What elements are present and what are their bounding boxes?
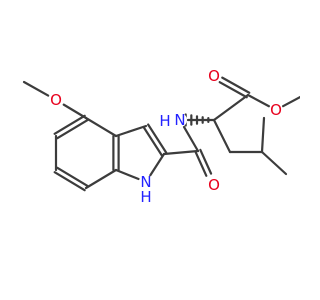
atom-label-h-amide: H [159,112,170,130]
bond-cg-cd1 [260,116,266,154]
bond-c3-c2-a [142,126,163,157]
atom-bg-n-amide [173,113,187,127]
bond-c6-c7-a [53,171,86,192]
bond-oe-me2 [281,95,300,108]
atom-bg-o-amide [207,178,221,192]
atom-label-o-ester: O [270,101,282,119]
atom-bg-n-indole [139,175,153,189]
atom-label-o-ester-carbonyl: O [208,67,220,85]
bond-c2-cam [162,149,200,156]
bond-c3a-c4 [84,116,118,138]
bonds [22,76,300,192]
bond-cam-oam-a [194,150,208,177]
bond-c3a-c3 [114,124,148,138]
bond-o1-c4 [62,103,88,120]
bond-c7-c7a [84,168,118,190]
bond-c4-c5-b [56,119,89,140]
bond-ce-oe [246,93,271,108]
bond-c6-c7-b [56,166,89,187]
atom-bg-o-methoxy [49,93,63,107]
bond-n1-c7a [114,168,140,181]
bond-cg-cd2 [260,150,288,176]
bond-ce-oc-b [218,81,248,99]
atom-bg-h-indole [139,190,153,204]
bond-me1-o1 [22,80,50,97]
bond-cam-oam-b [199,148,213,175]
atom-label-n-amide: N [174,111,185,129]
bond-cam-nam [182,125,200,153]
bond-ca-cb [212,118,232,154]
bond-c2-n1 [149,152,166,177]
atom-bg-o-ester [269,103,283,117]
bond-ce-oc-a [221,76,251,94]
atom-bg-h-amide [158,114,172,128]
bond-c4-c5-a [53,114,86,135]
bond-ca-ce [212,93,250,122]
atom-label-n-indole: N [140,173,151,191]
atom-label-h-indole: H [140,188,151,206]
atom-label-o-amide: O [208,176,220,194]
atom-bg-o-ester-carbonyl [207,69,221,83]
bond-c3-c2-b [147,123,168,154]
atom-label-o-methoxy: O [50,91,62,109]
